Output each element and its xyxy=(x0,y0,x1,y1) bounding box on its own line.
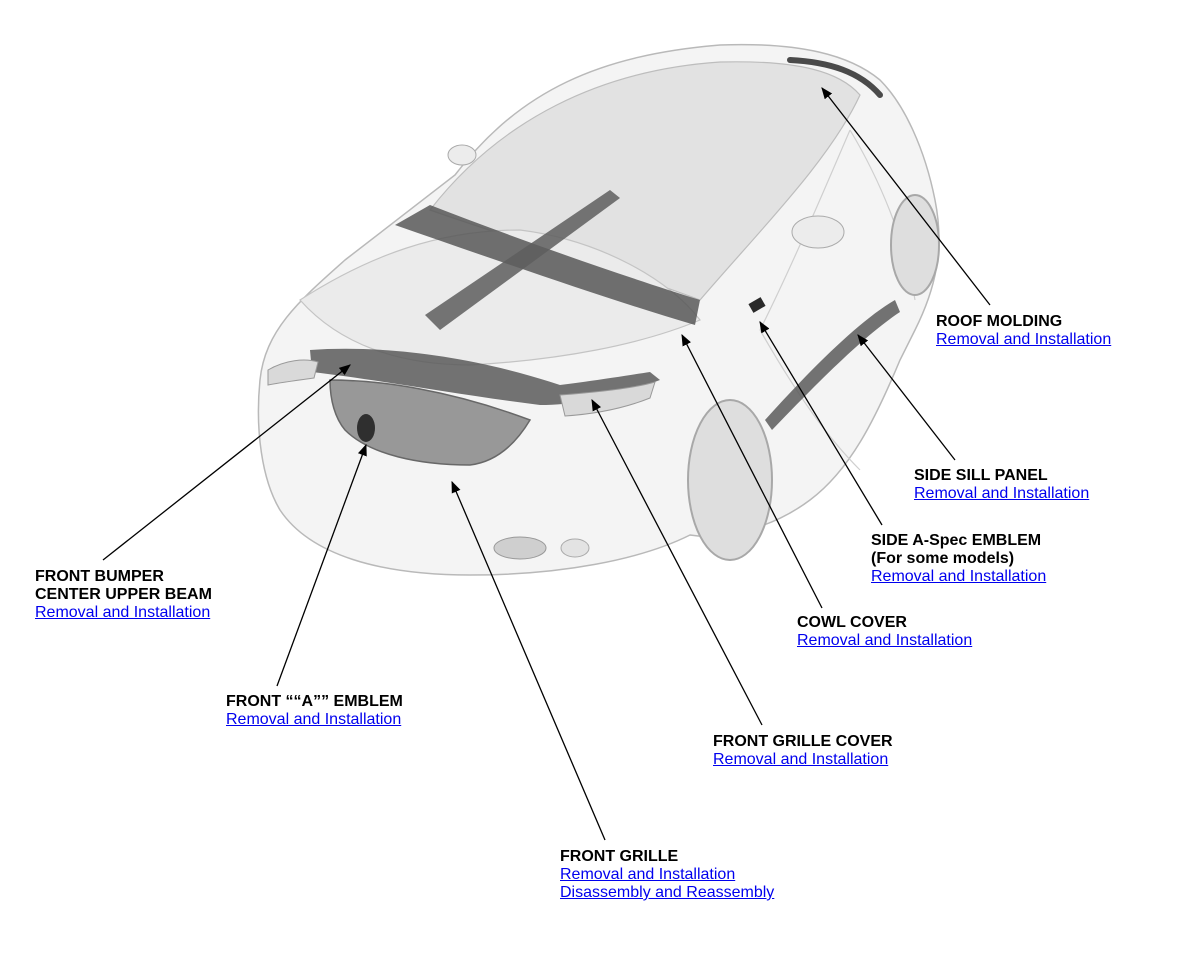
callout-side-sill-panel: SIDE SILL PANEL Removal and Installation xyxy=(914,467,1089,503)
grille xyxy=(329,379,532,466)
right-mirror xyxy=(791,215,845,249)
callout-subtitle: CENTER UPPER BEAM xyxy=(35,586,212,603)
front-a-emblem-removal-link[interactable]: Removal and Installation xyxy=(226,711,402,728)
callout-title: COWL COVER xyxy=(797,614,907,631)
callout-front-bumper-beam: FRONT BUMPER CENTER UPPER BEAM Removal a… xyxy=(35,568,212,622)
cowl-cover-removal-link[interactable]: Removal and Installation xyxy=(797,632,973,649)
leader-lines xyxy=(102,87,991,841)
side-sill-removal-link[interactable]: Removal and Installation xyxy=(914,485,1090,502)
fog-light xyxy=(493,536,547,560)
callout-front-grille-cover: FRONT GRILLE COVER Removal and Installat… xyxy=(713,733,893,769)
callout-roof-molding: ROOF MOLDING Removal and Installation xyxy=(936,313,1111,349)
fog-light-2 xyxy=(560,538,590,558)
callout-title: SIDE SILL PANEL xyxy=(914,467,1048,484)
callout-front-grille: FRONT GRILLE Removal and Installation Di… xyxy=(560,848,774,902)
side-sill-panel xyxy=(765,300,900,430)
left-mirror xyxy=(447,144,477,166)
callout-subtitle: (For some models) xyxy=(871,550,1015,567)
front-grille-removal-link[interactable]: Removal and Installation xyxy=(560,866,736,883)
callout-cowl-cover: COWL COVER Removal and Installation xyxy=(797,614,972,650)
windshield-brace xyxy=(425,190,620,330)
side-aspec-removal-link[interactable]: Removal and Installation xyxy=(871,568,1047,585)
left-headlight xyxy=(267,359,319,386)
roof-molding-removal-link[interactable]: Removal and Installation xyxy=(936,331,1112,348)
callout-side-aspec-emblem: SIDE A-Spec EMBLEM (For some models) Rem… xyxy=(871,532,1046,586)
callout-title: ROOF MOLDING xyxy=(936,313,1063,330)
rear-right-wheel xyxy=(890,194,940,296)
front-bumper-beam-removal-link[interactable]: Removal and Installation xyxy=(35,604,211,621)
callout-title: FRONT GRILLE COVER xyxy=(713,733,893,750)
callout-title: FRONT GRILLE xyxy=(560,848,679,865)
callout-front-a-emblem: FRONT ““A”” EMBLEM Removal and Installat… xyxy=(226,693,403,729)
callout-title: SIDE A-Spec EMBLEM xyxy=(871,532,1042,549)
front-grille-disassembly-link[interactable]: Disassembly and Reassembly xyxy=(560,884,775,901)
callout-title: FRONT ““A”” EMBLEM xyxy=(226,693,403,710)
front-grille-cover-removal-link[interactable]: Removal and Installation xyxy=(713,751,889,768)
roof-molding-strip xyxy=(787,57,883,98)
cowl-cover xyxy=(395,205,700,325)
front-right-wheel xyxy=(687,399,773,561)
a-emblem-shape xyxy=(357,414,375,442)
right-headlight xyxy=(559,381,656,417)
callout-title: FRONT BUMPER xyxy=(35,568,164,585)
side-emblem-badge xyxy=(748,297,766,313)
bumper-upper-beam xyxy=(310,348,660,405)
